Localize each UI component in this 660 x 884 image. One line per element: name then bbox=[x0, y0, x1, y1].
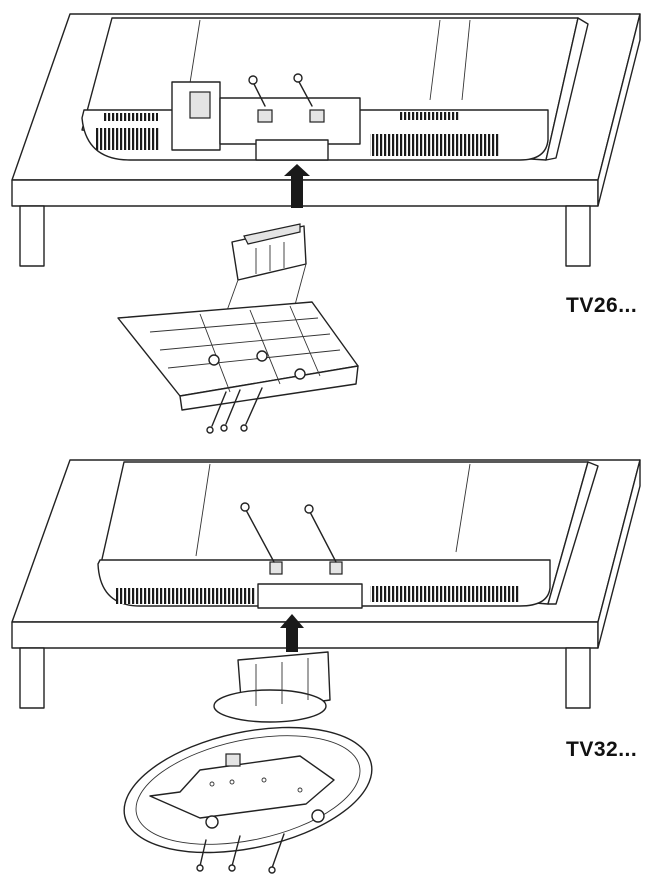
model-label-tv32: TV32... bbox=[566, 738, 638, 761]
tv-back-32 bbox=[97, 461, 599, 609]
screws-32 bbox=[196, 833, 285, 874]
tv-back-26 bbox=[81, 17, 589, 161]
tv32-assembly bbox=[11, 459, 641, 874]
stand-base-32 bbox=[123, 726, 373, 854]
tv26-assembly bbox=[11, 13, 641, 434]
screws-26 bbox=[206, 387, 263, 434]
stand-neck-32 bbox=[213, 651, 331, 723]
insert-arrow-32 bbox=[280, 614, 304, 652]
stand-neck-26 bbox=[219, 223, 307, 331]
stand-base-26 bbox=[117, 301, 359, 411]
model-label-tv26: TV26... bbox=[566, 294, 638, 317]
